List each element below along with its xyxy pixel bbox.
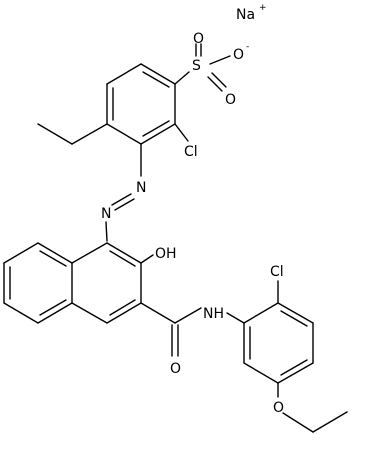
- amide-nh-label: NH: [203, 306, 224, 322]
- sulfonate-oxygen-charged: O: [233, 47, 244, 63]
- ethoxy-bond-2: [282, 412, 314, 433]
- azo-double-a: [111, 193, 132, 206]
- lower-benzene-ring: [243, 302, 314, 384]
- azo-n2-label: N: [101, 206, 111, 222]
- sulfonate-group: [174, 43, 231, 92]
- naphthalene-ring-left: [3, 242, 73, 324]
- chloro-1-label: Cl: [184, 144, 198, 160]
- upper-benzene-ring: [106, 63, 176, 145]
- sulfonate-oxygen-charge: -: [246, 42, 249, 52]
- anilide-bond: [226, 312, 245, 324]
- sulfur-label: S: [192, 58, 201, 74]
- sodium-label: Na: [236, 7, 255, 23]
- ethyl-bond-1: [71, 123, 108, 145]
- ethyl-bond-2: [37, 123, 73, 145]
- ethoxy-bond-3: [312, 411, 348, 433]
- ether-oxygen-label: O: [273, 400, 284, 416]
- naphthalene-ring-right: [71, 242, 142, 324]
- hydroxyl-bond: [140, 254, 154, 264]
- azo-n1-label: N: [136, 180, 146, 196]
- azo-double-b: [114, 198, 135, 211]
- amide-n-bond: [174, 307, 202, 324]
- azo-link-lower: [105, 221, 108, 242]
- sodium-charge: +: [259, 3, 267, 13]
- hydroxyl-label: OH: [155, 246, 177, 262]
- amide-carbon-bond: [140, 302, 176, 324]
- sulfonate-oxygen-top: O: [193, 31, 204, 47]
- sulfonate-oxygen-bottom: O: [225, 92, 236, 108]
- chloro-2-label: Cl: [270, 264, 284, 280]
- chloro-1-bond: [174, 123, 189, 142]
- amide-oxygen-label: O: [170, 361, 181, 377]
